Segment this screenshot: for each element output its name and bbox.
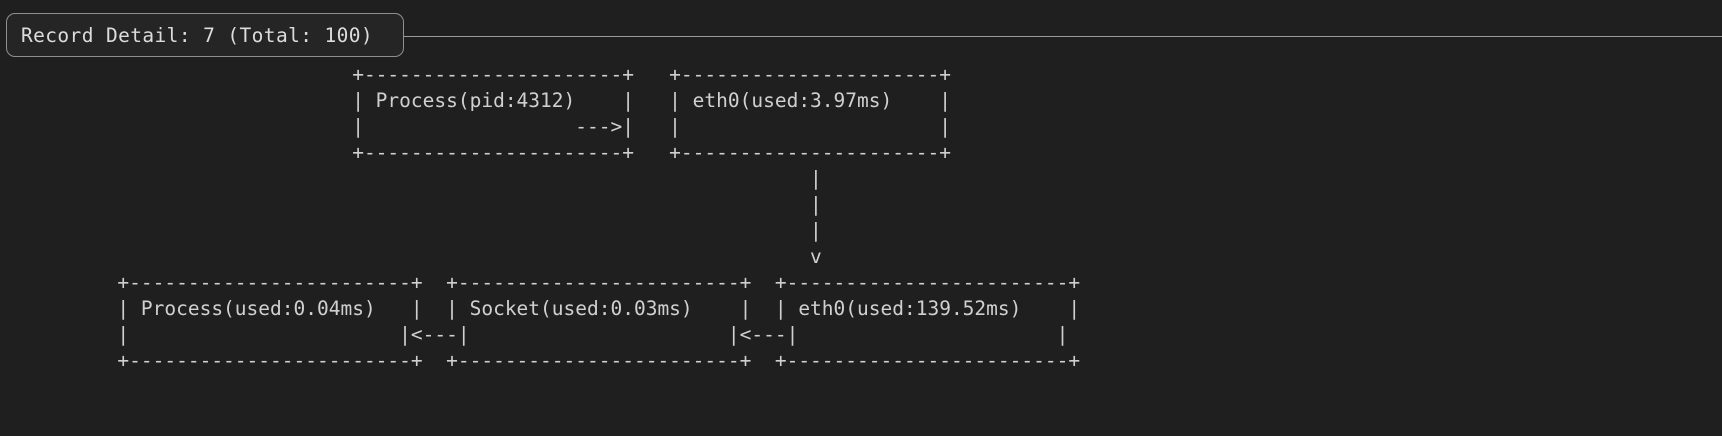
diagram-line-vertical-1: | [0, 167, 822, 190]
diagram-line-bottom-border-top: +------------------------+ +------------… [0, 271, 1081, 294]
header-row: Record Detail: 7 (Total: 100) [0, 0, 1722, 62]
diagram-line-arrow-down: v [0, 245, 822, 268]
diagram-line-top-border: +----------------------+ +--------------… [0, 63, 951, 86]
diagram-line-vertical-2: | [0, 193, 822, 216]
header-divider-rule [404, 36, 1722, 37]
diagram-line-bottom-border-bot: +------------------------+ +------------… [0, 349, 1081, 372]
record-detail-badge[interactable]: Record Detail: 7 (Total: 100) [6, 13, 404, 57]
diagram-line-vertical-3: | [0, 219, 822, 242]
diagram-line-top-labels: | Process(pid:4312) | | eth0(used:3.97ms… [0, 89, 951, 112]
ascii-flow-diagram: +----------------------+ +--------------… [0, 62, 1722, 436]
diagram-line-top-arrow-right: | --->| | | [0, 115, 951, 138]
page-title: Record Detail: 7 (Total: 100) [21, 23, 374, 47]
diagram-line-bottom-labels: | Process(used:0.04ms) | | Socket(used:0… [0, 297, 1081, 320]
diagram-line-bottom-arrows: | |<---| |<---| | [0, 323, 1069, 346]
diagram-line-top-bottom-border: +----------------------+ +--------------… [0, 141, 951, 164]
